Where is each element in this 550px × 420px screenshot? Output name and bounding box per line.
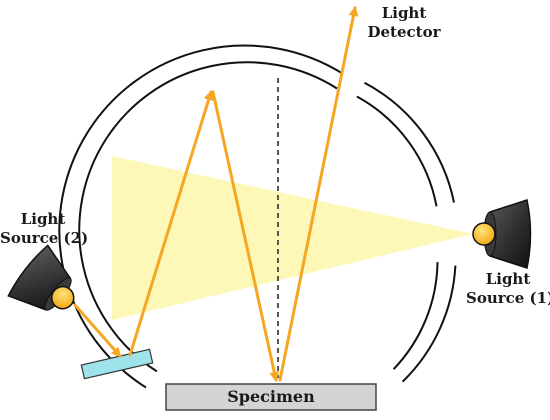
light-beam-cone: [112, 156, 473, 320]
light-source-2-label-line1: Light: [20, 210, 66, 228]
light-source-1-icon: [472, 199, 532, 269]
ray-top-to-specimen: [211, 90, 280, 382]
sphere-inner-wall: [78, 61, 439, 373]
specimen-label: Specimen: [227, 387, 315, 406]
light-detector-label-line1: Light: [381, 4, 427, 22]
light-source-1-label: Light Source (1): [466, 270, 550, 308]
ray-source2-to-baffle: [73, 303, 122, 358]
light-source-2-label-line2: Source (2): [0, 229, 89, 247]
specimen-plate: [165, 383, 377, 411]
outer-arc-left: [58, 44, 344, 389]
light-detector-label-line2: Detector: [367, 23, 441, 41]
outer-arc-lower-right: [401, 265, 457, 383]
inner-arc-left: [78, 61, 338, 373]
light-source-2-icon: [7, 244, 75, 311]
light-source-2-label: Light Source (2): [0, 210, 89, 248]
ray-baffle-to-top: [128, 90, 214, 357]
sphere-outer-wall: [58, 44, 457, 389]
light-rays: [73, 6, 359, 382]
light-source-1-label-line1: Light: [485, 270, 531, 288]
ray-specimen-to-detector: [278, 6, 359, 382]
light-detector-label: Light Detector: [352, 4, 456, 42]
outer-arc-right: [364, 81, 455, 203]
light-source-1-label-line2: Source (1): [466, 289, 550, 307]
inner-arc-lower-right: [392, 262, 439, 370]
inner-arc-right: [356, 95, 438, 207]
